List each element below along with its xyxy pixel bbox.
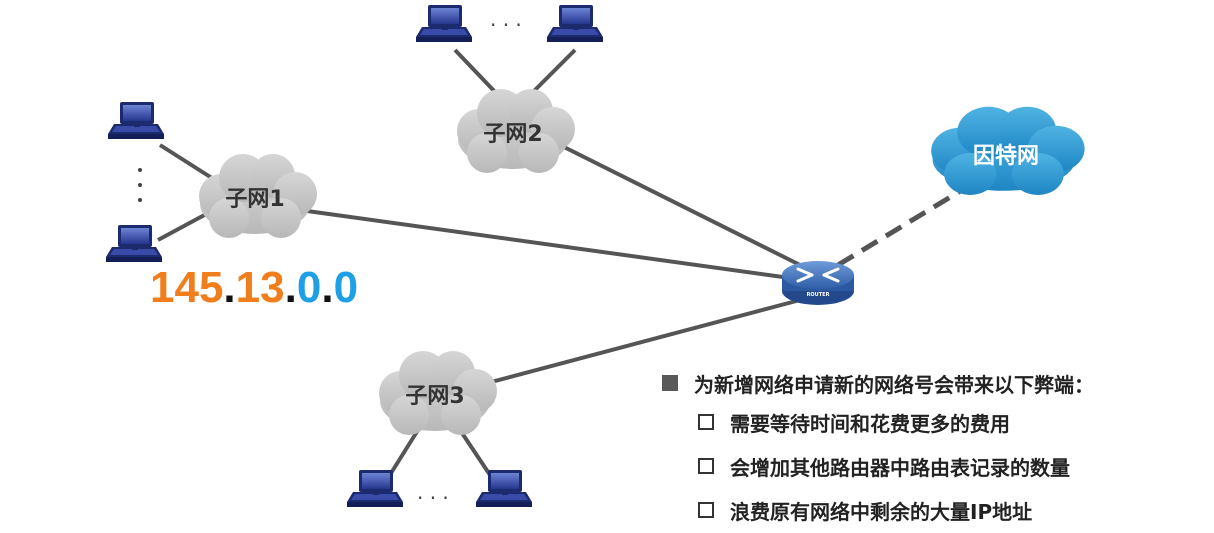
computer-icon <box>547 5 603 42</box>
subnet1-label: 子网1 <box>225 187 284 212</box>
link-pc-subnet3-left <box>386 428 420 480</box>
note-item-text: 需要等待时间和花费更多的费用 <box>730 411 1010 436</box>
computer-icon <box>416 5 472 42</box>
empty-square-icon <box>698 502 714 518</box>
ip-address: 145.13.0.0 <box>150 263 358 312</box>
ip-part: . <box>223 263 235 312</box>
internet-label: 因特网 <box>973 143 1039 169</box>
ip-part: . <box>321 263 333 312</box>
ip-part: . <box>285 263 297 312</box>
subnet1-cloud: 子网1 <box>199 154 317 238</box>
link-subnet2-router <box>559 143 801 267</box>
computer-icon <box>476 470 532 507</box>
link-pc-subnet3-right <box>458 428 494 480</box>
subnet2-label: 子网2 <box>483 122 542 147</box>
ellipsis-subnet1-vertical <box>138 168 142 202</box>
empty-square-icon <box>698 414 714 430</box>
computer-icon <box>108 102 164 139</box>
link-pc-subnet1-top <box>158 143 217 182</box>
link-pc-subnet2-left <box>453 48 500 97</box>
note-item-text: 浪费原有网络中剩余的大量IP地址 <box>730 499 1033 524</box>
connection-lines <box>157 48 964 480</box>
note-item: 浪费原有网络中剩余的大量IP地址 <box>698 488 1202 532</box>
subnet3-label: 子网3 <box>405 384 464 409</box>
computer-icon <box>347 470 403 507</box>
router-icon: ROUTER <box>782 261 854 305</box>
note-item: 需要等待时间和花费更多的费用 <box>698 400 1202 444</box>
ip-part: 0 <box>334 263 358 312</box>
subnet3-cloud: 子网3 <box>379 351 497 435</box>
link-subnet3-router <box>479 298 801 387</box>
link-pc-subnet1-bottom <box>157 210 211 242</box>
subnet2-cloud: 子网2 <box>457 89 575 173</box>
drawbacks-notes: 为新增网络申请新的网络号会带来以下弊端： 需要等待时间和花费更多的费用 会增加其… <box>662 366 1202 532</box>
ip-part: 145 <box>150 263 223 312</box>
ip-part: 13 <box>236 263 285 312</box>
notes-title: 为新增网络申请新的网络号会带来以下弊端： <box>662 366 1202 400</box>
note-item: 会增加其他路由器中路由表记录的数量 <box>698 444 1202 488</box>
ellipsis-subnet2: · · · <box>490 13 522 37</box>
computer-icon <box>106 225 162 262</box>
notes-title-text: 为新增网络申请新的网络号会带来以下弊端： <box>694 372 1094 397</box>
note-item-text: 会增加其他路由器中路由表记录的数量 <box>730 455 1070 480</box>
ellipsis-subnet3: · · · <box>417 486 449 510</box>
link-subnet1-router <box>299 208 791 280</box>
link-router-internet <box>836 187 964 268</box>
empty-square-icon <box>698 458 714 474</box>
ip-part: 0 <box>297 263 321 312</box>
router-label: ROUTER <box>807 292 830 298</box>
filled-square-icon <box>662 375 678 391</box>
